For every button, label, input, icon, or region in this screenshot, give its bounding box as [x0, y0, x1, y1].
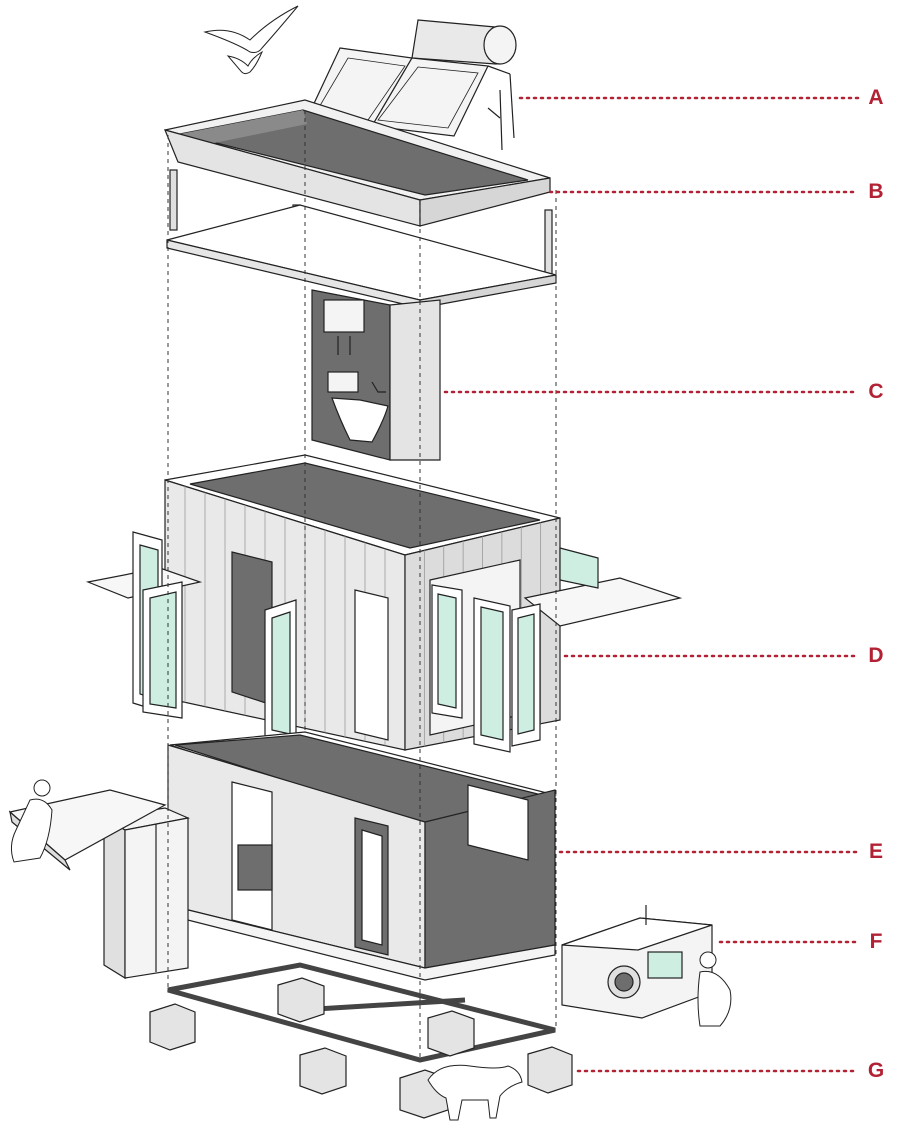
microwave-icon — [647, 951, 683, 979]
wet-core-bathroom — [311, 289, 441, 461]
callout-label-c: C — [868, 380, 884, 403]
callout-label-a: A — [868, 86, 884, 109]
boiler-icon — [323, 299, 365, 333]
window-opening — [467, 784, 529, 861]
callout-lines — [443, 96, 860, 1073]
callout-label-b: B — [868, 180, 884, 203]
seagull-small-icon — [226, 50, 264, 75]
seagull-icon — [203, 5, 299, 53]
roof-module — [163, 99, 557, 309]
interior-partitions — [167, 731, 558, 981]
clad-wall-module — [85, 454, 683, 753]
callout-label-f: F — [869, 930, 883, 953]
alignment-guides — [167, 110, 557, 1060]
kitchen-laundry-unit — [561, 905, 713, 1019]
callout-label-d: D — [868, 644, 884, 667]
callout-label-g: G — [867, 1059, 885, 1082]
wardrobe-icon — [102, 807, 191, 980]
seated-person-icon — [10, 779, 53, 863]
crouching-person-icon — [697, 951, 732, 1027]
foundation-frame — [149, 962, 573, 1119]
toilet-icon — [331, 397, 389, 443]
cistern-icon — [327, 371, 359, 393]
callout-label-e: E — [868, 840, 883, 863]
dog-icon — [427, 1064, 523, 1121]
